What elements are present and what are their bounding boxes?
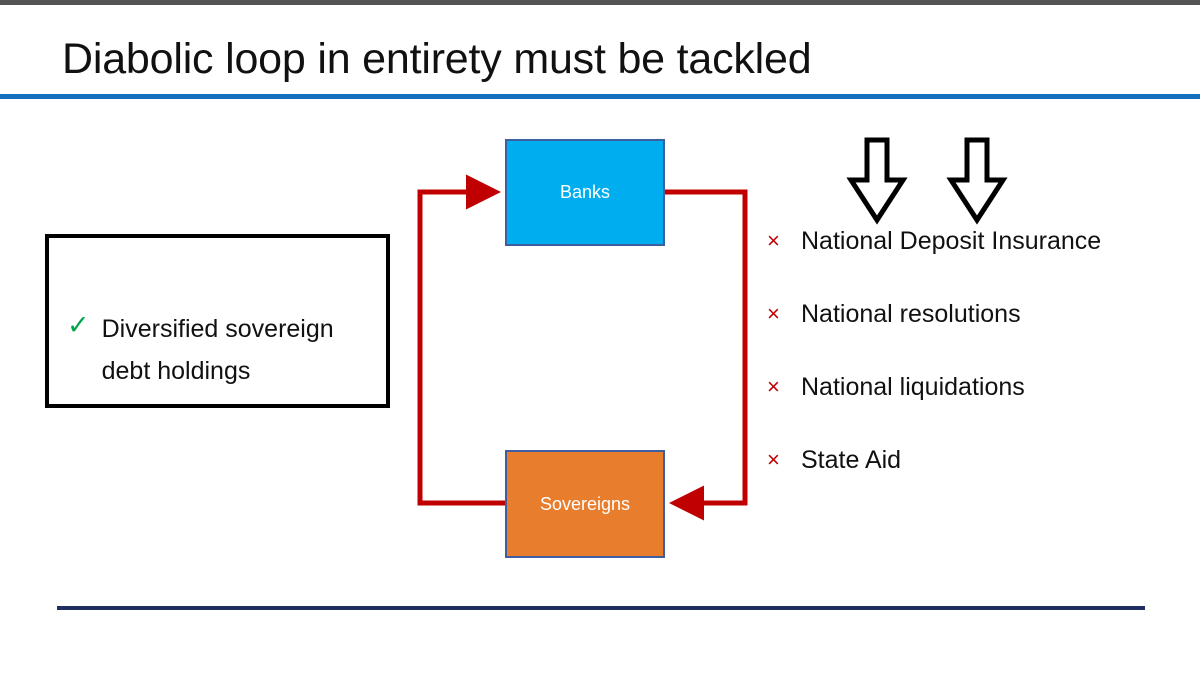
cross-icon: × xyxy=(767,228,780,253)
check-icon: ✓ xyxy=(67,310,90,340)
list-item: × State Aid xyxy=(767,443,1187,516)
callout-text: Diversified sovereign debt holdings xyxy=(102,308,334,392)
node-banks-label: Banks xyxy=(559,182,611,202)
callout-text-line1: Diversified sovereign xyxy=(101,315,334,343)
list-item: × National resolutions xyxy=(767,297,1187,370)
bottom-divider-rule xyxy=(57,606,1145,610)
list-item: × National liquidations xyxy=(767,370,1187,443)
node-sovereigns: Sovereigns xyxy=(505,450,665,558)
national-measures-list: × National Deposit Insurance × National … xyxy=(767,224,1187,516)
arrow-banks-to-sovereigns xyxy=(665,189,748,521)
list-item: × National Deposit Insurance xyxy=(767,224,1187,297)
callout-text-line2: debt holdings xyxy=(101,357,251,385)
cross-icon: × xyxy=(767,301,780,326)
list-item-label: National resolutions xyxy=(801,300,1021,328)
list-item-label: National Deposit Insurance xyxy=(801,227,1102,255)
page-title: Diabolic loop in entirety must be tackle… xyxy=(62,35,812,83)
callout-row: ✓ Diversified sovereign debt holdings xyxy=(67,308,377,392)
diversified-holdings-callout: ✓ Diversified sovereign debt holdings xyxy=(45,234,390,408)
down-arrow-icon xyxy=(946,137,1008,225)
cross-icon: × xyxy=(767,447,780,472)
node-sovereigns-label: Sovereigns xyxy=(539,493,631,514)
cross-icon: × xyxy=(767,374,780,399)
list-item-label: State Aid xyxy=(801,446,902,474)
down-arrow-icon xyxy=(846,137,908,225)
list-item-label: National liquidations xyxy=(801,373,1025,401)
title-divider-rule xyxy=(0,94,1200,99)
node-banks: Banks xyxy=(505,139,665,246)
arrow-sovereigns-to-banks xyxy=(417,174,505,506)
top-accent-bar xyxy=(0,0,1200,5)
